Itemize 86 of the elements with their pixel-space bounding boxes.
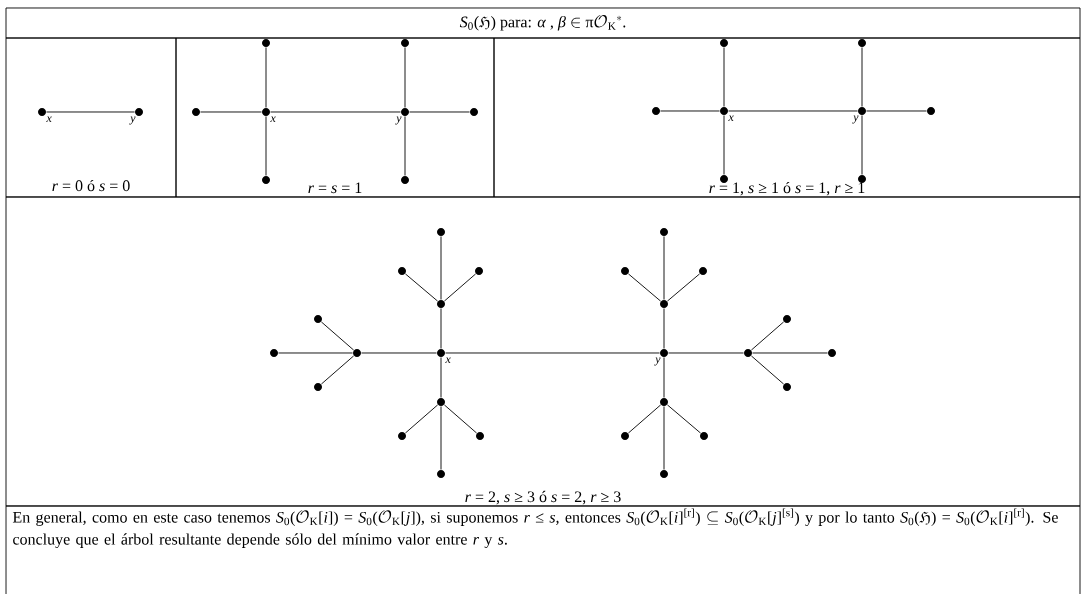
graph-edge <box>445 352 660 354</box>
graph-edge <box>265 47 267 108</box>
vertex <box>470 108 478 116</box>
graph-edge <box>46 111 135 113</box>
graph-edge <box>752 352 828 354</box>
vertex <box>828 349 836 357</box>
graph-edge <box>627 404 662 434</box>
vertex <box>660 228 668 236</box>
graph-edge <box>440 357 442 398</box>
vertex <box>314 383 322 391</box>
graph-edge <box>750 321 785 351</box>
graph-edge <box>663 236 665 300</box>
graph-edge <box>265 116 267 176</box>
vertex-label: x <box>46 116 52 122</box>
graph-edge <box>750 355 785 385</box>
vertex <box>401 176 409 184</box>
vertex-label: x <box>728 115 734 121</box>
graph-edge <box>409 111 470 113</box>
vertex <box>783 315 791 323</box>
graph-edge <box>663 308 665 349</box>
vertex <box>398 267 406 275</box>
vertex <box>621 267 629 275</box>
vertex <box>314 315 322 323</box>
graph-edge <box>663 406 665 470</box>
vertex <box>621 432 629 440</box>
vertex <box>699 267 707 275</box>
graph-edge <box>663 357 665 398</box>
graph-edge <box>404 116 406 176</box>
graph-edge <box>440 236 442 300</box>
vertex <box>720 175 728 183</box>
vertex <box>700 432 708 440</box>
vertex <box>192 108 200 116</box>
vertex <box>437 398 445 406</box>
graph-edge <box>440 406 442 470</box>
graph-edge <box>443 273 477 302</box>
text-cell: En general, como en este caso tenemos S$_{0}$(O$_{K}$[i]) = S$_{0}$(O$_{K}$[j]), si suponemos r ≤ s, entonces S$_{0}$(O$_{K}$[i]$^{[r]}$) ⊆ S$_{0}$(O$_{K}$[j]$^{[s]}$) y por lo tanto S$_{0}$(H) = S$_{0}$(O$_{K}$[i]$^{[r]}$). Se concluye que el árbol resultante depende sólo del mínimo valor entre r y s. <box>5 505 1081 594</box>
vertex-label: x <box>445 357 451 363</box>
graph-edge <box>666 404 702 434</box>
vertex <box>660 300 668 308</box>
vertex <box>353 349 361 357</box>
graph-edge <box>443 404 478 434</box>
vertex <box>476 432 484 440</box>
vertex <box>927 107 935 115</box>
vertex <box>660 398 668 406</box>
vertex <box>437 228 445 236</box>
graph-edge <box>728 110 858 112</box>
graph-edge <box>666 273 701 302</box>
vertex <box>398 432 406 440</box>
graph-edge <box>668 352 744 354</box>
vertex-label: x <box>270 116 276 122</box>
graph-edge <box>200 111 262 113</box>
graph-edge <box>320 355 355 385</box>
graph-edge <box>361 352 437 354</box>
vertex <box>652 107 660 115</box>
vertex <box>858 39 866 47</box>
vertex <box>783 383 791 391</box>
graph-edge <box>404 273 439 302</box>
vertex <box>437 300 445 308</box>
graph-edge <box>723 115 725 175</box>
title-cell: S$_{0}$(H) para: α , β ∈ πO$_{K}$$^{∗}$. <box>5 7 1081 39</box>
graph-edge <box>660 110 720 112</box>
vertex <box>720 39 728 47</box>
vertex-label: y <box>129 116 136 125</box>
vertex <box>475 267 483 275</box>
graph-edge <box>278 352 353 354</box>
graph-edge <box>866 110 927 112</box>
vertex <box>744 349 752 357</box>
vertex <box>401 39 409 47</box>
graph-edge <box>440 308 442 349</box>
vertex <box>270 349 278 357</box>
vertex-label: y <box>654 357 661 366</box>
vertex <box>437 470 445 478</box>
graph-edge <box>861 47 863 107</box>
graph-edge <box>270 111 401 113</box>
graph-edge <box>404 47 406 108</box>
vertex <box>262 176 270 184</box>
graph-edge <box>723 47 725 107</box>
graph-edge <box>627 273 662 302</box>
vertex-label: y <box>852 115 859 124</box>
graph-edge <box>404 404 439 434</box>
vertex-label: y <box>395 116 402 125</box>
vertex <box>858 175 866 183</box>
vertex <box>660 470 668 478</box>
vertex <box>262 39 270 47</box>
graph-edge <box>320 321 355 351</box>
graph-edge <box>861 115 863 175</box>
